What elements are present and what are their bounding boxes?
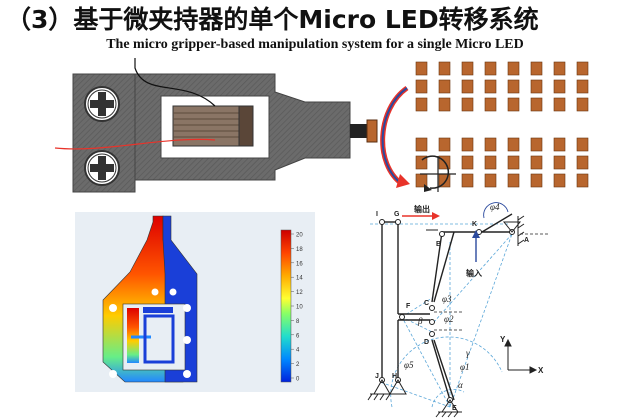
led-chip [484,155,497,170]
colorbar-tick-label: 18 [296,247,303,253]
led-chip [415,137,428,152]
micro-led-arrays [415,61,589,192]
output-arrow: 输出 [402,204,440,220]
gripper-cad-illustration [54,58,378,193]
led-chip [461,137,474,152]
point-label-j: J [375,373,379,380]
screw-icon [84,150,120,186]
led-chip [484,137,497,152]
angle-label-phi1: φ1 [460,362,469,372]
colorbar-tick-label: 2 [296,362,300,368]
led-chip [576,155,589,170]
led-chip [530,97,543,112]
input-label: 输入 [466,268,482,278]
page-subtitle: The micro gripper-based manipulation sys… [106,37,524,52]
point-label-k: K [472,221,477,228]
led-chip [530,61,543,76]
colorbar-tick-label: 10 [296,305,303,311]
led-chip [553,79,566,94]
led-chip [507,137,520,152]
led-chip [461,61,474,76]
colorbar [280,229,292,383]
led-chip [415,79,428,94]
page-title: （3）基于微夹持器的单个Micro LED转移系统 [6,5,539,34]
screw-icon [84,86,120,122]
point-label-a: A [524,237,529,244]
led-chip [461,155,474,170]
angle-label-phi2: φ2 [444,314,454,324]
gripped-led [366,119,378,143]
angle-label-phi3: φ3 [442,294,452,304]
led-chip [484,61,497,76]
led-chip [553,61,566,76]
signal-wire-red [54,138,216,150]
input-arrow: 输入 [466,230,482,278]
led-chip [507,79,520,94]
colorbar-tick-label: 4 [296,348,300,354]
led-chip [530,137,543,152]
colorbar-tick-label: 20 [296,233,303,239]
led-chip [438,137,451,152]
output-label: 输出 [414,204,430,214]
colorbar-tick-label: 0 [296,377,300,383]
led-chip [415,155,428,170]
angle-label-gamma: γ [466,348,470,358]
kinematic-diagram: 输出 输入 I G B K A F C D J H E φ4 φ3 φ2 β φ… [367,202,550,418]
led-chip [507,61,520,76]
led-chip [415,61,428,76]
colorbar-tick-label: 16 [296,261,303,267]
led-chip [553,137,566,152]
led-chip [461,173,474,188]
point-label-d: D [424,339,429,346]
led-chip [438,61,451,76]
colorbar-tick-label: 8 [296,319,300,325]
angle-label-alpha: α [458,380,463,390]
transfer-arrow [380,85,410,188]
rotate-icon [420,155,456,192]
led-chip [484,79,497,94]
led-chip [438,79,451,94]
colorbar-tick-label: 14 [296,276,303,282]
led-chip [553,155,566,170]
led-chip [484,173,497,188]
point-label-c: C [424,300,429,307]
point-label-g: G [394,211,400,218]
led-chip [507,155,520,170]
point-label-f: F [406,303,411,310]
axis-indicator [504,338,538,374]
led-chip [438,97,451,112]
led-chip [507,173,520,188]
led-chip [576,61,589,76]
point-label-h: H [392,373,397,380]
led-chip [553,173,566,188]
led-chip [530,155,543,170]
point-label-i: I [376,211,378,218]
led-chip [530,173,543,188]
led-chip [415,97,428,112]
led-chip [461,79,474,94]
signal-wire-black [134,58,216,107]
angle-label-phi4: φ4 [490,202,500,212]
axis-label-y: Y [500,335,506,344]
point-label-e: E [452,405,457,412]
angle-label-phi5: φ5 [404,360,414,370]
led-chip [576,97,589,112]
led-chip [576,137,589,152]
led-chip [553,97,566,112]
led-chip [507,97,520,112]
led-chip [530,79,543,94]
colorbar-tick-label: 12 [296,290,303,296]
led-chip [461,97,474,112]
point-label-b: B [436,241,441,248]
colorbar-tick-label: 6 [296,333,300,339]
led-chip [576,79,589,94]
axis-label-x: X [538,366,544,375]
led-chip [576,173,589,188]
led-chip [484,97,497,112]
angle-label-beta: β [417,316,423,326]
